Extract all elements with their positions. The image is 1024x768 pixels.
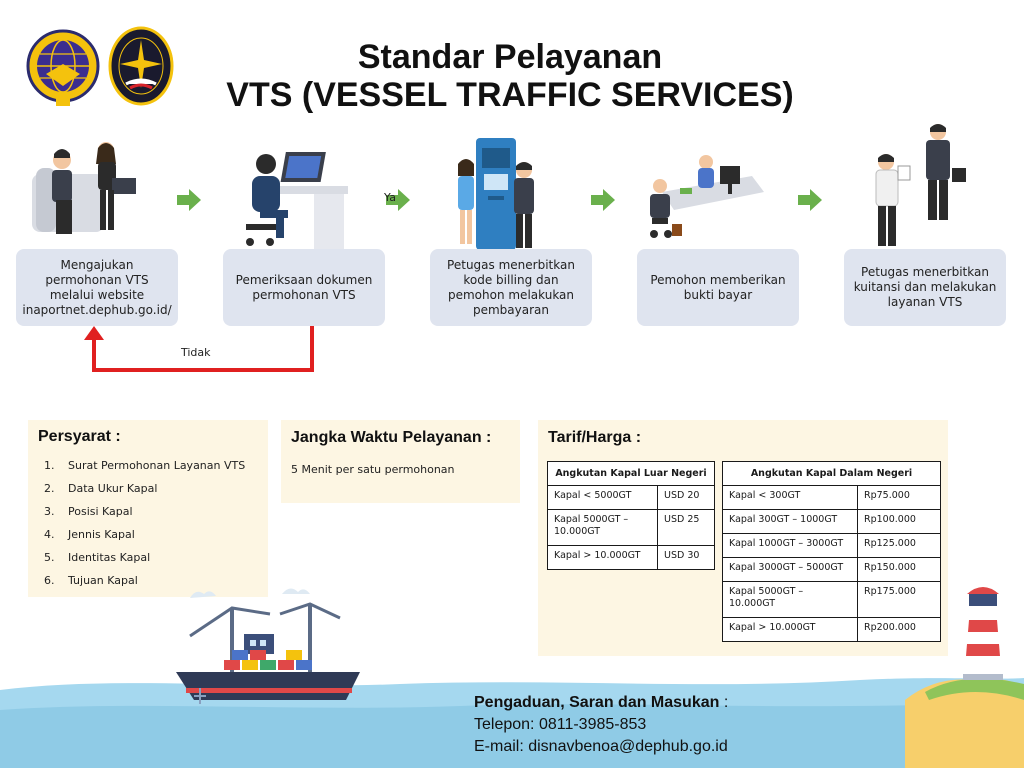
list-item: 5. Identitas Kapal [38, 546, 258, 569]
step-box-5: Petugas menerbitkan kuitansi dan melakuk… [844, 249, 1006, 326]
cargo-ship-illustration [176, 588, 360, 704]
list-item: 3. Posisi Kapal [38, 500, 258, 523]
step-text-3: Petugas menerbitkan kode billing dan pem… [447, 257, 575, 317]
title-line-2: VTS (VESSEL TRAFFIC SERVICES) [226, 76, 794, 114]
page-title: Standar Pelayanan VTS (VESSEL TRAFFIC SE… [150, 38, 870, 114]
flow-arrow-icon [591, 189, 615, 211]
requirements-heading: Persyarat : [38, 428, 121, 445]
item-text: Posisi Kapal [68, 505, 133, 518]
item-text: Jennis Kapal [68, 528, 135, 541]
title-line-1: Standar Pelayanan [357, 38, 663, 76]
step-box-4: Pemohon memberikan bukti bayar [637, 249, 799, 326]
list-item: 4. Jennis Kapal [38, 523, 258, 546]
table-cell: Rp100.000 [857, 509, 941, 534]
item-number: 5. [44, 551, 55, 564]
navigation-service-logo [108, 26, 174, 106]
document-check-illustration [246, 152, 348, 250]
domestic-tariff-table: Angkutan Kapal Dalam Negeri Kapal < 300G… [722, 461, 941, 642]
contact-heading-suffix: : [719, 694, 729, 711]
step-text-1: Mengajukan permohonan VTS melalui websit… [22, 257, 172, 317]
contact-email: E-mail: disnavbenoa@dephub.go.id [474, 738, 728, 755]
list-item: 6. Tujuan Kapal [38, 569, 258, 592]
table-cell: USD 20 [657, 485, 715, 510]
billing-machine-illustration [458, 138, 534, 250]
table-cell: Rp75.000 [857, 485, 941, 510]
receipt-service-illustration [875, 124, 966, 246]
table-cell: Kapal < 300GT [722, 485, 858, 510]
duration-text: 5 Menit per satu permohonan [291, 463, 455, 476]
table-cell: USD 25 [657, 509, 715, 546]
table-cell: Kapal 5000GT – 10.000GT [547, 509, 658, 546]
item-text: Identitas Kapal [68, 551, 151, 564]
table-cell: Kapal 1000GT – 3000GT [722, 533, 858, 558]
lighthouse-illustration [905, 587, 1024, 768]
requirements-panel: Persyarat : 1. Surat Permohonan Layanan V… [28, 420, 268, 597]
payment-proof-illustration [650, 155, 764, 238]
duration-heading: Jangka Waktu Pelayanan : [291, 429, 492, 446]
flow-arrow-icon [177, 189, 201, 211]
tariff-heading: Tarif/Harga : [548, 429, 642, 446]
yes-label: Ya [384, 191, 396, 204]
item-text: Data Ukur Kapal [68, 482, 158, 495]
requirements-list: 1. Surat Permohonan Layanan VTS 2. Data Uk… [38, 454, 258, 592]
step-text-5: Petugas menerbitkan kuitansi dan melakuk… [853, 265, 997, 309]
item-number: 1. [44, 459, 55, 472]
table-cell: Kapal > 10.000GT [547, 545, 658, 570]
foreign-tariff-table: Angkutan Kapal Luar Negeri Kapal < 5000G… [547, 461, 715, 570]
table-cell: Kapal 3000GT – 5000GT [722, 557, 858, 582]
item-number: 6. [44, 574, 55, 587]
step-box-3: Petugas menerbitkan kode billing dan pem… [430, 249, 592, 326]
duration-panel: Jangka Waktu Pelayanan : 5 Menit per sat… [281, 420, 520, 503]
step-text-2: Pemeriksaan dokumen permohonan VTS [235, 272, 373, 302]
item-text: Tujuan Kapal [68, 574, 138, 587]
table-header-row: Angkutan Kapal Dalam Negeri [722, 461, 941, 486]
table-cell: Kapal < 5000GT [547, 485, 658, 510]
flow-arrow-icon [798, 189, 822, 211]
return-arrow-icon [84, 326, 314, 372]
table-header: Angkutan Kapal Luar Negeri [547, 461, 715, 486]
table-cell: USD 30 [657, 545, 715, 570]
item-number: 4. [44, 528, 55, 541]
item-number: 3. [44, 505, 55, 518]
table-cell: Kapal 300GT – 1000GT [722, 509, 858, 534]
step-box-2: Pemeriksaan dokumen permohonan VTS [223, 249, 385, 326]
table-header: Angkutan Kapal Dalam Negeri [722, 461, 941, 486]
contact-heading-row: Pengaduan, Saran dan Masukan : [474, 692, 728, 714]
list-item: 1. Surat Permohonan Layanan VTS [38, 454, 258, 477]
table-cell: Rp150.000 [857, 557, 941, 582]
table-cell: Rp125.000 [857, 533, 941, 558]
table-cell: Kapal > 10.000GT [722, 617, 858, 642]
contact-phone: Telepon: 0811-3985-853 [474, 716, 647, 733]
step-box-1: Mengajukan permohonan VTS melalui websit… [16, 249, 178, 326]
flow-arrow-icon [386, 189, 410, 211]
contact-block: Pengaduan, Saran dan Masukan : Telepon: … [474, 692, 728, 758]
list-item: 2. Data Ukur Kapal [38, 477, 258, 500]
table-header-row: Angkutan Kapal Luar Negeri [547, 461, 715, 486]
contact-heading: Pengaduan, Saran dan Masukan [474, 694, 720, 711]
step-text-4: Pemohon memberikan bukti bayar [650, 272, 786, 302]
item-number: 2. [44, 482, 55, 495]
ministry-logo [26, 29, 100, 106]
no-label: Tidak [181, 346, 211, 359]
table-cell: Rp200.000 [857, 617, 941, 642]
table-cell: Kapal 5000GT – 10.000GT [722, 581, 858, 618]
item-text: Surat Permohonan Layanan VTS [68, 459, 246, 472]
applicants-illustration [32, 142, 136, 234]
